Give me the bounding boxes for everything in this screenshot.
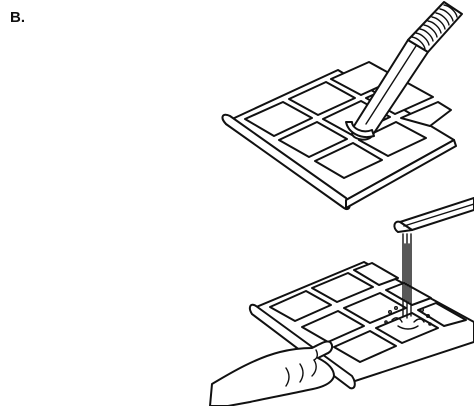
- hand: [209, 340, 335, 406]
- faucet: [393, 197, 474, 233]
- filter-mesh-grid: [244, 61, 452, 179]
- filter-mesh-grid-rinse: [269, 262, 467, 363]
- step-label: B.: [10, 9, 25, 26]
- filter-vacuum-illustration: [221, 1, 463, 210]
- vacuum-nozzle: [345, 39, 429, 141]
- water-splash: [384, 306, 432, 330]
- water-stream: [402, 233, 412, 319]
- filter-rinse-illustration: [209, 197, 474, 406]
- vacuum-hose: [407, 1, 463, 53]
